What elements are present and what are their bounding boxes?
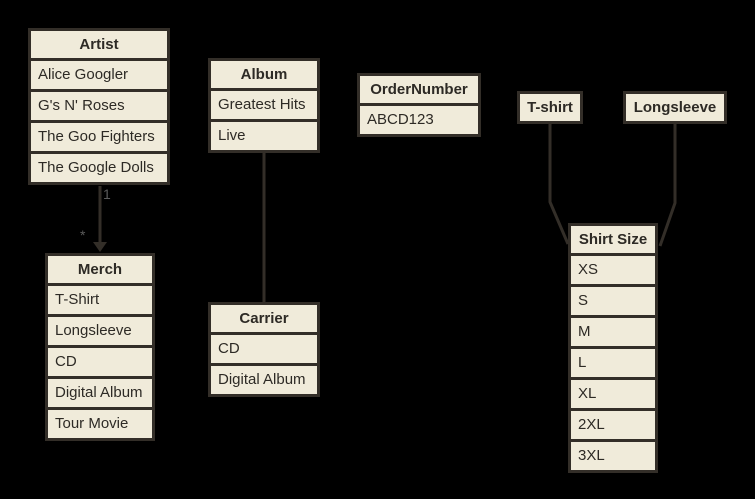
table-title-artist: Artist bbox=[79, 36, 119, 53]
table-row: ABCD123 bbox=[360, 103, 478, 134]
table-row: L bbox=[571, 346, 655, 377]
table-row: Live bbox=[211, 119, 317, 150]
table-title-carrier: Carrier bbox=[239, 310, 289, 327]
table-row: XL bbox=[571, 377, 655, 408]
table-row: M bbox=[571, 315, 655, 346]
table-title-longsleeve: Longsleeve bbox=[633, 99, 717, 116]
table-row: 3XL bbox=[571, 439, 655, 470]
table-title-shirtsize: Shirt Size bbox=[578, 231, 648, 248]
table-longsleeve: Longsleeve bbox=[623, 91, 727, 124]
table-row: T-Shirt bbox=[48, 283, 152, 314]
table-title-ordernumber: OrderNumber bbox=[370, 81, 468, 98]
connector-longsleeve-shirtsize bbox=[658, 123, 677, 247]
table-row: Tour Movie bbox=[48, 407, 152, 438]
table-row: CD bbox=[48, 345, 152, 376]
connector-tshirt-shirtsize bbox=[548, 123, 570, 245]
table-title-merch: Merch bbox=[77, 261, 123, 278]
table-row: S bbox=[571, 284, 655, 315]
table-row: Alice Googler bbox=[31, 58, 167, 89]
multiplicity-label-many: * bbox=[80, 227, 86, 243]
multiplicity-label-one: 1 bbox=[103, 186, 111, 202]
table-title-album: Album bbox=[240, 66, 288, 83]
arrowhead-icon bbox=[93, 242, 107, 252]
table-row: The Google Dolls bbox=[31, 151, 167, 182]
table-title-tshirt: T-shirt bbox=[527, 99, 573, 116]
table-row: G's N' Roses bbox=[31, 89, 167, 120]
table-tshirt: T-shirt bbox=[517, 91, 583, 124]
table-row: Digital Album bbox=[48, 376, 152, 407]
table-row: 2XL bbox=[571, 408, 655, 439]
table-row: Longsleeve bbox=[48, 314, 152, 345]
table-row: Digital Album bbox=[211, 363, 317, 394]
table-row: Greatest Hits bbox=[211, 88, 317, 119]
table-row: The Goo Fighters bbox=[31, 120, 167, 151]
table-row: XS bbox=[571, 253, 655, 284]
table-row: CD bbox=[211, 332, 317, 363]
